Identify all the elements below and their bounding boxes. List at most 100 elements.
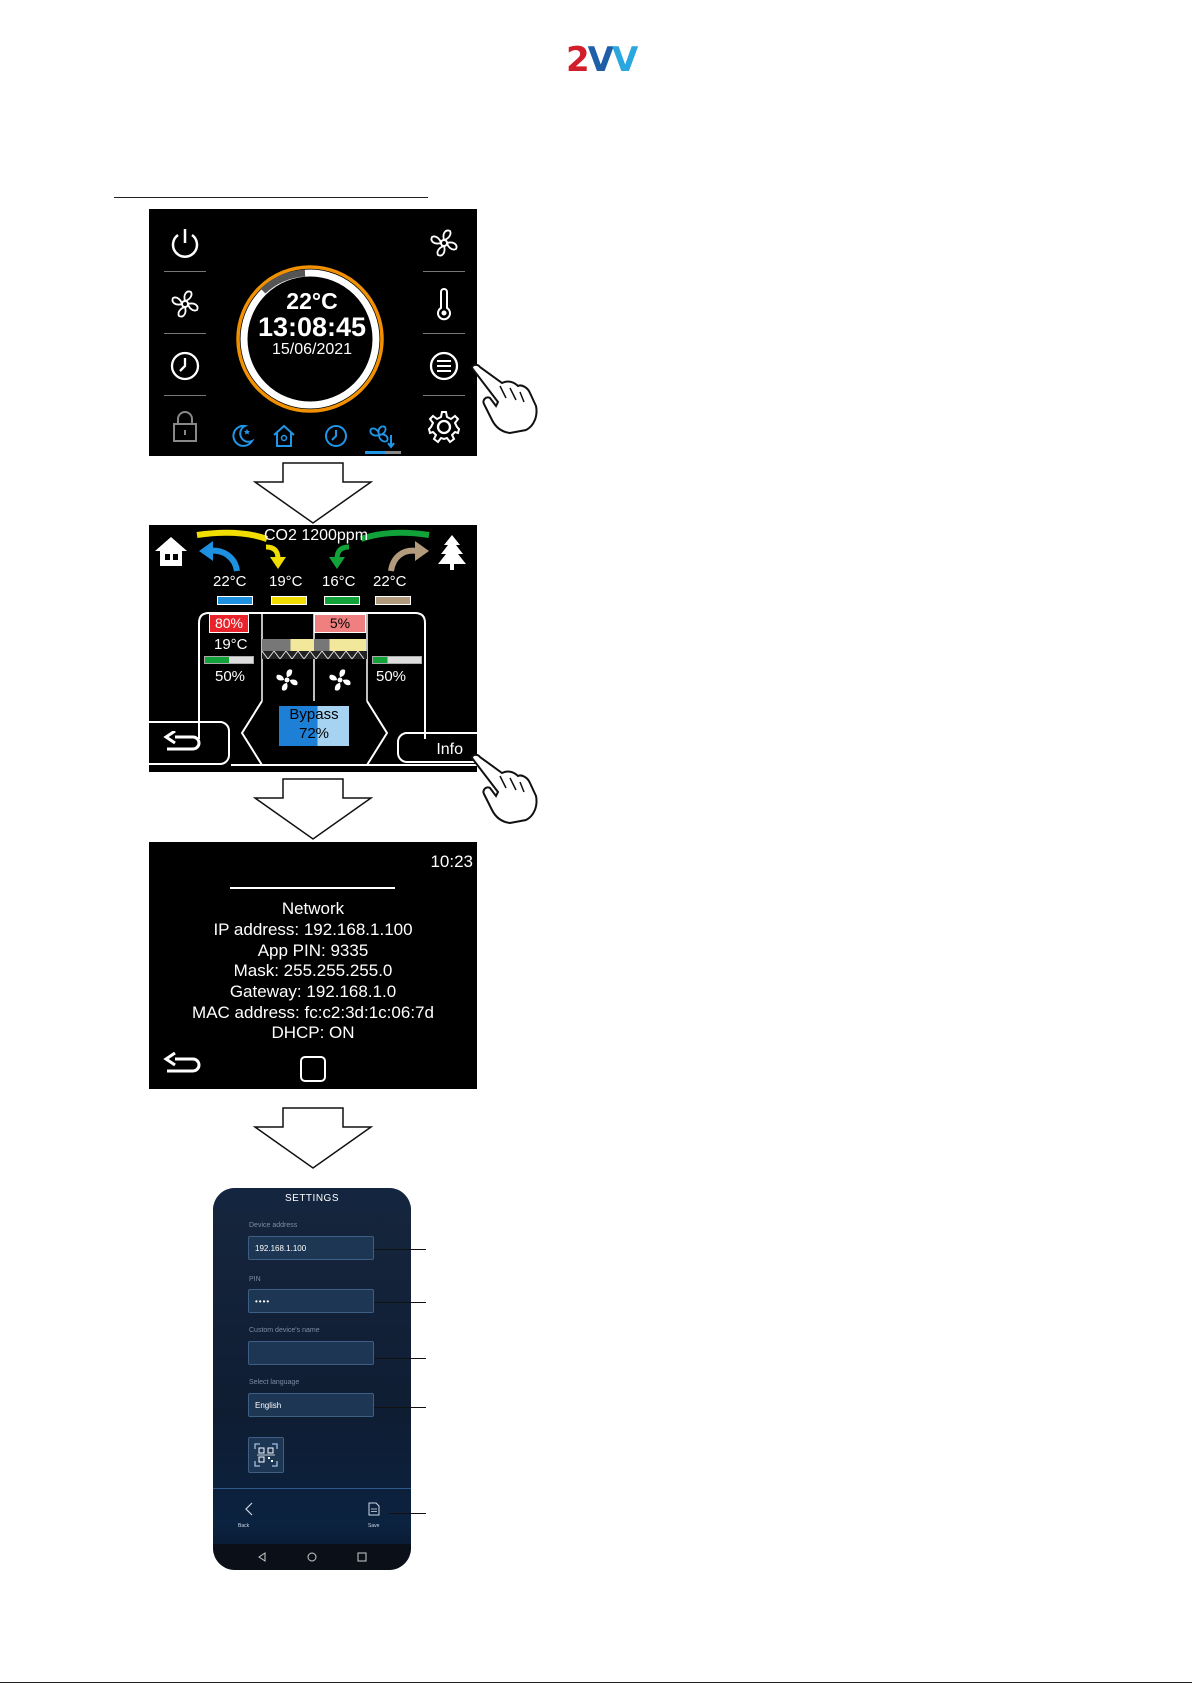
left-humidity: 50%: [215, 668, 246, 685]
nav-recents-icon[interactable]: [357, 1552, 367, 1562]
clock-readout: 10:23: [430, 852, 473, 871]
fan-icon[interactable]: [165, 284, 205, 324]
qr-code-icon: [254, 1443, 278, 1467]
device-address-label: Device address: [249, 1222, 298, 1229]
airflow-arcs: [196, 529, 430, 542]
exhaust-temp: 22°C: [213, 573, 247, 590]
section-rule: [114, 197, 428, 198]
thermometer-icon[interactable]: [424, 284, 464, 324]
nav-home-icon[interactable]: [307, 1552, 317, 1562]
save-icon[interactable]: [368, 1502, 380, 1516]
back-button[interactable]: [149, 721, 230, 765]
co2-readout: CO2 1200ppm: [263, 527, 369, 544]
info-button[interactable]: Info: [397, 732, 477, 763]
power-icon[interactable]: [165, 223, 205, 263]
down-arrow-icon: [253, 462, 373, 524]
separator: [164, 333, 206, 334]
extract-fan-icon: [276, 669, 298, 691]
network-title: Network: [281, 899, 345, 918]
unit-diagram-screen: CO2 1200ppm 22°C 19°C 16°C 22°C: [149, 525, 477, 772]
pin-input[interactable]: ••••: [248, 1289, 374, 1313]
supply-air-arrow-icon: [388, 541, 429, 572]
outdoor-swatch: [324, 596, 360, 605]
separator: [423, 395, 465, 396]
callout-line: [374, 1358, 426, 1359]
filter-status-left: [262, 639, 314, 651]
back-arrow-icon: [163, 731, 201, 751]
fan-level-indicator: [365, 451, 385, 454]
outdoor-air-arrow-icon: [329, 544, 350, 569]
tree-icon: [438, 535, 466, 570]
save-label[interactable]: Save: [368, 1523, 380, 1529]
network-info-screen: 10:23 Network IP address: 192.168.1.100 …: [149, 842, 477, 1089]
extract-fan-percent: 80%: [209, 614, 249, 633]
language-label: Select language: [249, 1379, 300, 1386]
separator: [423, 271, 465, 272]
unit-outline: [198, 612, 477, 766]
menu-icon[interactable]: [424, 346, 464, 386]
exhaust-air-arrow-icon: [199, 541, 240, 572]
device-name-input[interactable]: [248, 1341, 374, 1365]
device-address-input[interactable]: 192.168.1.100: [248, 1236, 374, 1260]
left-humidity-bar: [204, 656, 254, 664]
fan-icon[interactable]: [424, 223, 464, 263]
lock-icon[interactable]: [165, 407, 205, 447]
pointing-hand-icon: [470, 363, 538, 435]
bottom-divider: [213, 1488, 411, 1489]
extract-air-arrow-icon: [265, 544, 286, 569]
device-name-label: Custom device's name: [249, 1327, 320, 1334]
extract-temp: 19°C: [269, 573, 303, 590]
room-temp: 19°C: [214, 636, 248, 653]
down-arrow-icon: [253, 778, 373, 840]
supply-swatch: [375, 596, 411, 605]
back-arrow-icon[interactable]: [163, 1052, 203, 1078]
right-humidity: 50%: [376, 668, 407, 685]
callout-line: [374, 1302, 426, 1303]
android-nav-bar: [213, 1544, 411, 1570]
separator: [164, 271, 206, 272]
time-readout: 13:08:45: [257, 312, 367, 342]
gateway-line: Gateway: 192.168.1.0: [229, 982, 397, 1001]
ip-address-line: IP address: 192.168.1.100: [213, 920, 413, 939]
bypass-label: Bypass: [289, 706, 339, 723]
date-readout: 15/06/2021: [271, 341, 353, 358]
settings-title: SETTINGS: [213, 1188, 411, 1210]
supply-fan-icon: [329, 669, 351, 691]
app-pin-line: App PIN: 9335: [257, 941, 369, 960]
callout-line: [388, 1513, 426, 1514]
title-rule: [230, 887, 395, 889]
mask-line: Mask: 255.255.255.0: [233, 961, 393, 980]
nav-back-icon[interactable]: [257, 1552, 267, 1562]
settings-gear-icon[interactable]: [424, 407, 464, 447]
fan-boost-mode-icon[interactable]: [367, 421, 395, 449]
house-icon: [155, 537, 187, 566]
home-mode-icon[interactable]: [271, 423, 297, 449]
pointing-hand-icon: [470, 753, 538, 825]
separator: [164, 395, 206, 396]
supply-fan-percent: 5%: [314, 614, 366, 633]
night-mode-icon[interactable]: [229, 423, 255, 449]
fan-level-indicator-rest: [385, 451, 401, 454]
filter-mesh: [262, 651, 367, 659]
pin-label: PIN: [249, 1276, 261, 1283]
schedule-mode-icon[interactable]: [323, 423, 349, 449]
clock-icon[interactable]: [165, 346, 205, 386]
extract-swatch: [271, 596, 307, 605]
language-select[interactable]: English: [248, 1393, 374, 1417]
brand-logo: 2VV: [566, 40, 638, 80]
bypass-indicator: [279, 706, 349, 746]
bypass-value: 72%: [298, 725, 330, 742]
back-label[interactable]: Back: [238, 1523, 250, 1529]
home-square-button[interactable]: [300, 1056, 326, 1082]
dhcp-line: DHCP: ON: [271, 1023, 355, 1042]
callout-line: [374, 1249, 426, 1250]
mac-address-line: MAC address: fc:c2:3d:1c:06:7d: [192, 1003, 434, 1022]
chevron-left-icon[interactable]: [243, 1502, 255, 1516]
page-bottom-rule: [0, 1682, 1192, 1683]
phone-app-settings: SETTINGS Device address 192.168.1.100 PI…: [213, 1188, 411, 1570]
filter-status-right: [314, 639, 366, 651]
callout-line: [374, 1407, 426, 1408]
status-ring: [236, 265, 384, 413]
qr-scan-button[interactable]: [248, 1437, 284, 1473]
supply-temp: 22°C: [373, 573, 407, 590]
